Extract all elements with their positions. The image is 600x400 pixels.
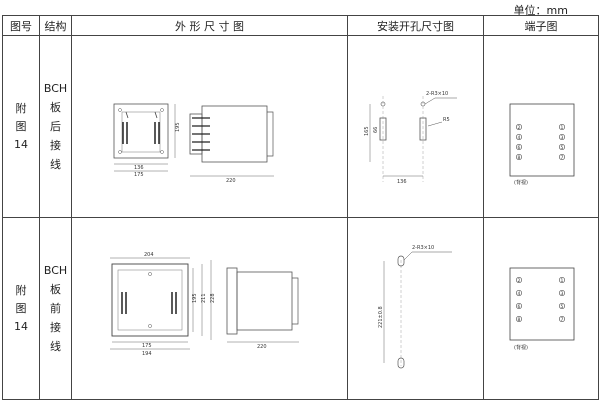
mount-dim-height: 221±0.8 [378,306,384,328]
header-fig-no: 图号 [2,15,40,36]
fig-char: 图 [15,119,27,133]
table-row: 附 图 14 BCH 板 前 接 线 204 175 194 [2,217,599,400]
outline-dim-h3: 228 [210,293,216,303]
terminal-label: 6 [518,145,521,151]
terminal-drawing-cell: 2 4 6 8 1 3 5 7 (背视) [483,217,599,400]
terminal-drawing-rear: 2 4 6 8 1 3 5 7 (背视) [509,103,575,186]
terminal-label: 8 [518,155,521,161]
fig-char: 14 [14,319,28,333]
fig-char: 附 [15,101,27,115]
mounting-drawing-cell: 2-R3×10 R5 165 66 136 [347,35,484,218]
mount-dim-radius: R5 [443,117,450,123]
terminal-label: 1 [561,278,564,284]
back-view-label: (背视) [514,344,528,351]
fig-number-cell: 附 图 14 [2,35,40,218]
header-mounting: 安装开孔尺寸图 [347,15,484,36]
terminal-label: 2 [518,125,521,131]
mounting-drawing-cell: 2-R3×10 221±0.8 [347,217,484,400]
terminal-label: 3 [561,291,564,297]
outline-dim-h1: 195 [192,293,198,303]
terminal-label: 8 [518,317,521,323]
terminal-label: 4 [518,291,521,297]
outline-dim-depth: 220 [257,344,267,350]
terminal-label: 6 [518,304,521,310]
header-row: 图号 结构 外 形 尺 寸 图 安装开孔尺寸图 端子图 [2,15,599,36]
structure-char: BCH [43,264,68,277]
terminal-label: 1 [561,125,564,131]
mount-dim-height: 165 [364,126,370,136]
outline-dim-top: 204 [144,252,154,258]
mount-dim-width: 136 [397,179,407,185]
terminal-right-column: 1 3 5 7 [559,276,566,323]
terminal-label: 5 [561,145,564,151]
fig-number-cell: 附 图 14 [2,217,40,400]
back-view-label: (背视) [514,179,528,186]
terminal-drawing-cell: 2 4 6 8 1 3 5 7 (背视) [483,35,599,218]
table-row: 附 图 14 BCH 板 后 接 线 136 1 7 [2,35,599,218]
outline-dim-width-outer: 194 [142,351,152,357]
unit-label: 单位：mm [513,4,568,17]
terminal-label: 5 [561,304,564,310]
terminal-left-column: 2 4 6 8 [515,276,522,323]
outline-dim-depth: 220 [226,178,236,184]
terminal-label: 2 [518,278,521,284]
outline-dim-height: 195 [175,122,181,132]
spec-table: 图号 结构 外 形 尺 寸 图 安装开孔尺寸图 端子图 附 图 14 BCH 板… [2,15,599,400]
header-outline: 外 形 尺 寸 图 [71,15,348,36]
terminal-label: 7 [561,155,564,161]
outline-dim-width-inner: 136 [134,165,144,171]
terminal-label: 7 [561,317,564,323]
terminal-right-column: 1 3 5 7 [559,124,566,161]
fig-char: 14 [14,137,28,151]
structure-char: 线 [50,158,61,171]
structure-char: 线 [50,340,61,353]
structure-char: 接 [50,321,61,334]
structure-char: BCH [43,82,68,95]
mounting-drawing-rear: 2-R3×10 R5 165 66 136 [364,91,457,185]
structure-char: 前 [50,302,61,315]
structure-char: 板 [50,101,61,114]
structure-char: 板 [50,283,61,296]
header-structure: 结构 [39,15,72,36]
outline-drawing-cell: 136 175 195 220 [71,35,348,218]
outline-drawing-rear: 136 175 195 220 [113,103,274,184]
structure-char: 接 [50,139,61,152]
structure-cell: BCH 板 前 接 线 [39,217,72,400]
mount-dim-hole: 2-R3×10 [412,245,434,251]
fig-char: 图 [15,301,27,315]
outline-dim-width-outer: 175 [134,172,144,178]
outline-dim-width-inner: 175 [142,343,152,349]
terminal-label: 3 [561,135,564,141]
structure-char: 后 [50,120,61,133]
mount-dim-hole: 2-R3×10 [426,91,448,97]
header-terminal: 端子图 [483,15,599,36]
fig-char: 附 [15,283,27,297]
terminal-drawing-front: 2 4 6 8 1 3 5 7 (背视) [509,267,575,351]
mount-dim-small: 66 [373,127,379,133]
terminal-left-column: 2 4 6 8 [515,124,522,161]
mounting-drawing-front: 2-R3×10 221±0.8 [378,245,452,369]
terminal-label: 4 [518,135,521,141]
outline-drawing-cell: 204 175 194 195 211 228 220 [71,217,348,400]
outline-drawing-front: 204 175 194 195 211 228 220 [110,252,299,357]
outline-dim-h2: 211 [201,293,207,303]
structure-cell: BCH 板 后 接 线 [39,35,72,218]
